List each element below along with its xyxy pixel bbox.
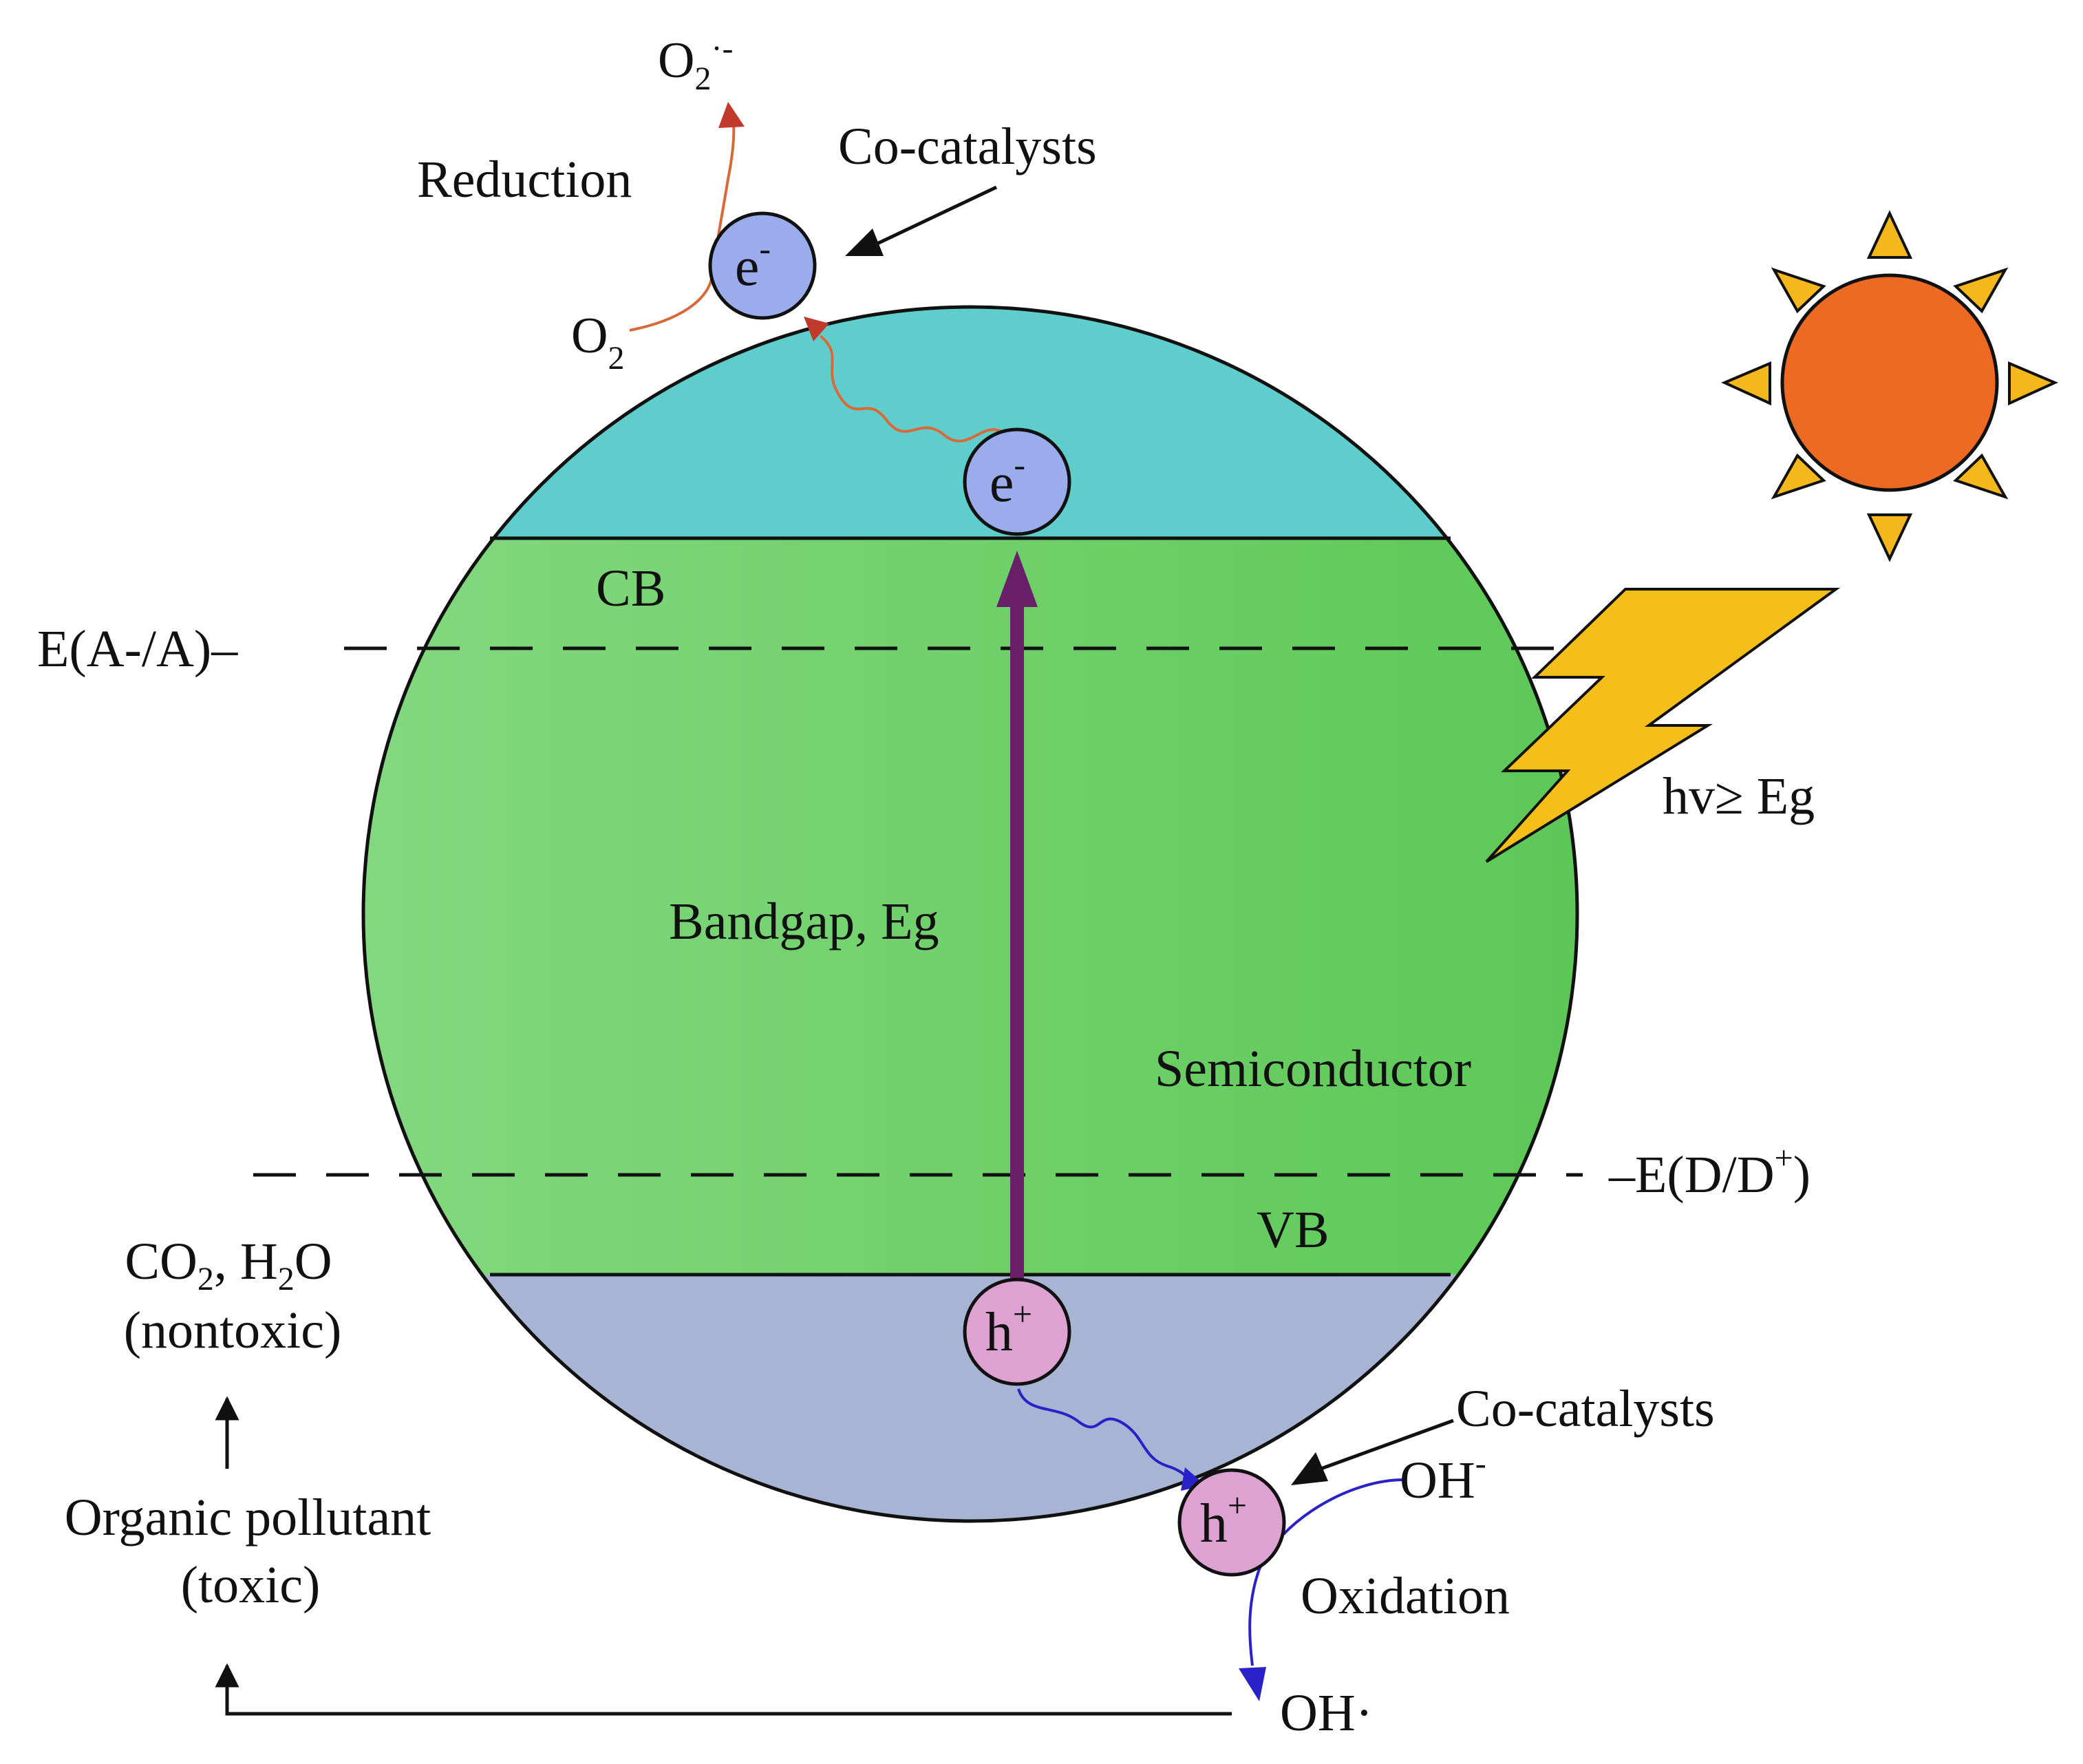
reduction-arrowhead <box>718 102 745 128</box>
hole-surface: h+ <box>1177 1468 1286 1577</box>
pollutant-feed-path <box>215 1663 1232 1716</box>
reduction-label: Reduction <box>417 151 632 209</box>
hole-charge: + <box>1228 1486 1247 1524</box>
o2-label: O2 <box>571 308 624 376</box>
hole-vb: h+ <box>963 1277 1071 1386</box>
cocatalyst-top-pointer <box>867 185 998 250</box>
oxidation-label: Oxidation <box>1301 1567 1510 1625</box>
electron-surface: e- <box>708 211 817 320</box>
hole-charge: + <box>1013 1295 1032 1333</box>
electron-symbol: e <box>735 237 760 297</box>
pollutant-label-line1: Organic pollutant <box>65 1489 431 1547</box>
svg-text:e-: e- <box>990 445 1025 513</box>
donor-potential-label: –E(D/D+) <box>1608 1140 1810 1204</box>
lightning-icon <box>1485 588 1841 863</box>
o2-radical-label: O2·- <box>658 30 733 97</box>
cocatalysts-top-label: Co-catalysts <box>838 118 1097 176</box>
vb-label: VB <box>1257 1201 1329 1259</box>
reduction-path <box>629 115 736 332</box>
cocatalyst-bottom-pointer <box>1316 1418 1454 1472</box>
hydroxide-label: OH- <box>1400 1445 1486 1509</box>
cocatalyst-top-arrowhead <box>845 229 884 256</box>
pollutant-label-line2: (toxic) <box>181 1556 321 1614</box>
hole-migration-path <box>1017 1388 1190 1480</box>
electron-migration-path <box>819 334 1007 443</box>
cb-label: CB <box>596 560 665 617</box>
svg-text:e-: e- <box>735 229 771 297</box>
svg-text:h+: h+ <box>1200 1486 1247 1554</box>
svg-text:h+: h+ <box>985 1295 1032 1363</box>
oxidation-arrowhead <box>1239 1667 1266 1701</box>
band-gap-region <box>363 538 1577 1275</box>
excitation-arrow <box>996 551 1038 1287</box>
products-label-line2: (nontoxic) <box>124 1301 342 1359</box>
cocatalyst-bottom-arrowhead <box>1291 1452 1328 1485</box>
hole-symbol: h <box>1200 1494 1228 1554</box>
particle-outline <box>361 305 1579 1523</box>
photon-energy-label: hv≥ Eg <box>1663 767 1815 825</box>
electron-migration-arrowhead <box>804 317 829 341</box>
cocatalysts-bottom-label: Co-catalysts <box>1456 1380 1715 1438</box>
bandgap-label: Bandgap, Eg <box>669 893 939 950</box>
electron-charge: - <box>759 229 771 268</box>
semiconductor-label: Semiconductor <box>1155 1040 1471 1098</box>
hole-symbol: h <box>985 1302 1013 1363</box>
hydroxyl-radical-label: OH· <box>1280 1684 1373 1742</box>
sun-icon <box>1721 210 2058 562</box>
electron-cb: e- <box>963 427 1071 536</box>
electron-symbol: e <box>990 453 1014 513</box>
products-label-line1: CO2, H2O <box>125 1233 332 1297</box>
acceptor-potential-label: E(A-/A)– <box>37 620 238 678</box>
electron-charge: - <box>1014 445 1025 484</box>
